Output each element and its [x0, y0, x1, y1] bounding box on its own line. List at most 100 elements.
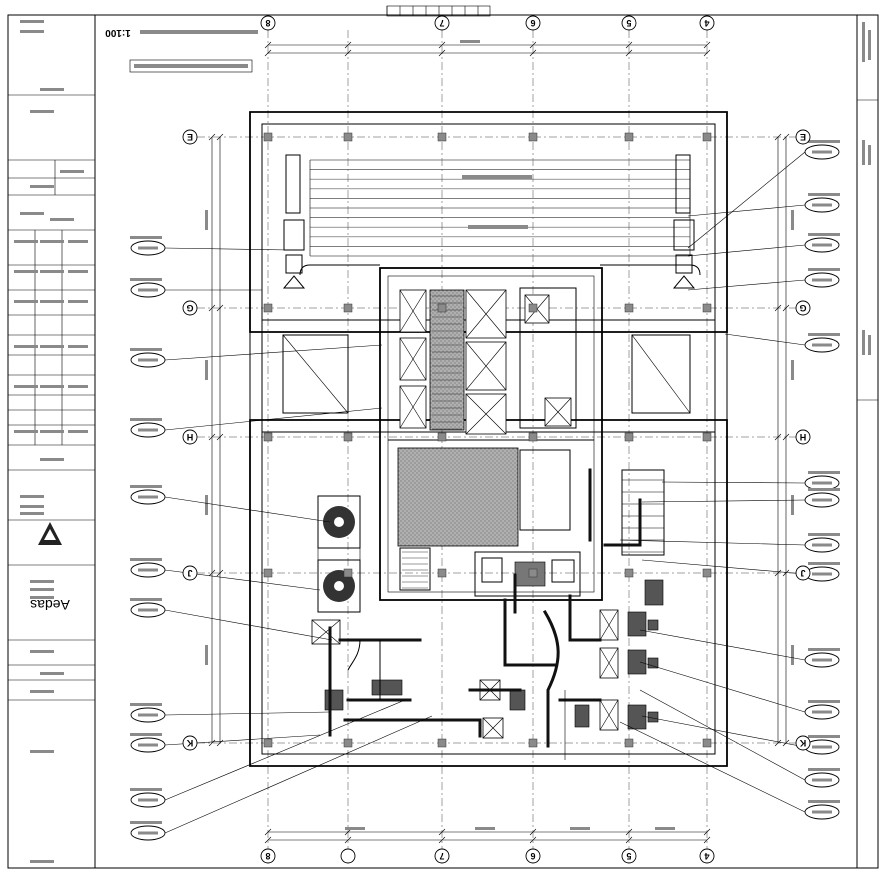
- dimension-tick: [774, 304, 782, 312]
- callout-leader: [661, 481, 806, 484]
- column: [528, 568, 538, 578]
- grid-label: K: [186, 738, 193, 748]
- dimension-tick: [774, 433, 782, 441]
- title-block-text: [30, 750, 54, 753]
- lower-east-room: [519, 449, 571, 531]
- dimension-tick: [703, 41, 711, 49]
- equipment-unit: [574, 704, 590, 728]
- title-block-text: [68, 430, 88, 433]
- grid-bubble: [621, 15, 637, 31]
- dimension-tick: [438, 836, 446, 844]
- drawing-title-box: [129, 59, 253, 73]
- revision-note: [862, 140, 865, 165]
- title-block-text: [30, 185, 54, 188]
- grid-label: G: [799, 303, 806, 313]
- callout-tag-text: [812, 243, 832, 247]
- east-lobby: [519, 287, 577, 429]
- grid-bubble: [525, 15, 541, 31]
- dimension-tick: [264, 828, 272, 836]
- dimension-value: [205, 495, 208, 515]
- callout-tag-text: [138, 568, 158, 572]
- dimension-tick: [208, 433, 216, 441]
- right-roof-fan: [672, 154, 696, 289]
- grid-bubbles-left: E G H J K: [182, 129, 198, 751]
- title-block-text: [14, 385, 38, 388]
- mech-room-wall: [474, 551, 581, 597]
- grid-label: E: [800, 132, 806, 142]
- left-roof-fan: [282, 154, 306, 289]
- dimension-tick: [216, 569, 224, 577]
- equipment-unit: [371, 679, 403, 696]
- dimension-tick: [625, 41, 633, 49]
- elevator-shaft-cross: [465, 393, 507, 435]
- column: [528, 303, 538, 313]
- callout-caption: [808, 471, 840, 474]
- callout-caption: [130, 598, 162, 601]
- dimension-tick: [774, 133, 782, 141]
- piping: [328, 468, 642, 760]
- callout-tag-text: [138, 831, 158, 835]
- title-block-frame: [7, 14, 96, 869]
- callout-caption: [808, 800, 840, 803]
- right-fan-cone: [672, 275, 696, 289]
- column: [702, 132, 712, 142]
- dimension-tick: [344, 41, 352, 49]
- column: [702, 738, 712, 748]
- callout-leader: [687, 151, 806, 249]
- callout-leader: [164, 699, 406, 801]
- revision-note: [868, 30, 871, 60]
- callout-caption: [808, 488, 840, 491]
- dimension-value: [791, 495, 794, 515]
- callout-tag-text: [812, 203, 832, 207]
- grid-bubble: [699, 848, 715, 864]
- grid-bubble: [699, 15, 715, 31]
- callout-leader: [639, 661, 806, 713]
- dimension-value: [475, 827, 495, 830]
- column: [702, 568, 712, 578]
- dimension-value: [570, 827, 590, 830]
- title-block-text: [14, 300, 38, 303]
- grid-bubble: [795, 129, 811, 145]
- grid-label: 8: [265, 851, 270, 861]
- callout-leader: [164, 715, 433, 834]
- grid-bubble: [182, 300, 198, 316]
- dimension-lines: [205, 40, 794, 844]
- callout-tag-text: [138, 798, 158, 802]
- callout-tag-text: [812, 710, 832, 714]
- dimension-tick: [264, 836, 272, 844]
- title-block-text: [50, 218, 74, 221]
- title-block-text: [40, 270, 64, 273]
- equipment-unit: [627, 611, 647, 637]
- dimension-value: [791, 210, 794, 230]
- equipment-rack: [621, 469, 665, 556]
- column: [437, 738, 447, 748]
- equipment-unit: [509, 689, 526, 711]
- column: [624, 132, 634, 142]
- callout-tag-text: [138, 743, 158, 747]
- grid-label: K: [799, 738, 806, 748]
- pipe-run: [343, 718, 482, 738]
- drawing-title-text: [134, 64, 248, 68]
- revision-note: [862, 330, 865, 355]
- callout-caption: [808, 562, 840, 565]
- dimension-tick: [208, 304, 216, 312]
- right-duct: [675, 154, 691, 214]
- dimension-value: [205, 360, 208, 380]
- callout-caption: [130, 558, 162, 561]
- callout-leader: [164, 711, 331, 716]
- dimension-tick: [625, 49, 633, 57]
- column: [263, 303, 273, 313]
- lower-stair: [399, 547, 431, 591]
- title-block-text: [60, 170, 84, 173]
- title-block-text: [40, 300, 64, 303]
- left-void-diagonal: [282, 334, 349, 414]
- dimension-tick: [208, 739, 216, 747]
- callout-leader: [164, 609, 333, 641]
- callout-leader: [641, 715, 806, 748]
- column: [702, 432, 712, 442]
- elevator-shaft-cross: [399, 385, 427, 429]
- callout-caption: [808, 735, 840, 738]
- grid-label: 6: [530, 851, 535, 861]
- dimension-tick: [208, 569, 216, 577]
